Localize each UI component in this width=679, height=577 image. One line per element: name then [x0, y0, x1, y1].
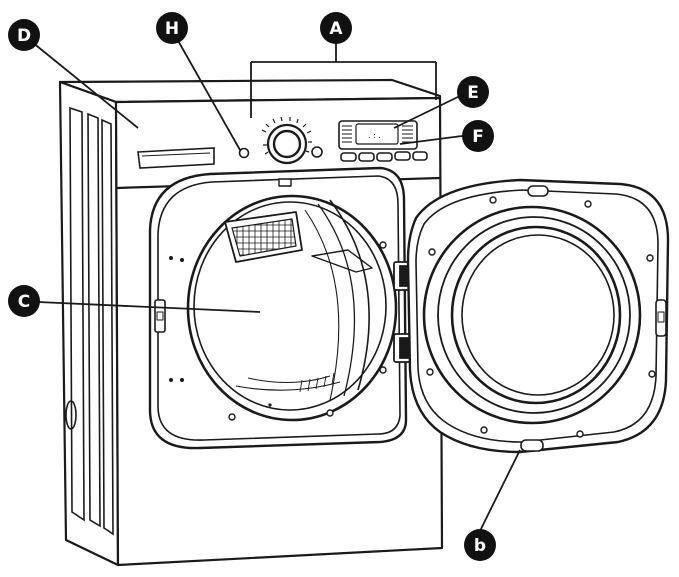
callout-b-label: b: [474, 536, 486, 556]
callout-e: E: [457, 76, 489, 108]
callout-f-badge: [462, 120, 494, 152]
callout-d: D: [8, 19, 40, 51]
door-screws: [379, 196, 656, 438]
callout-d-badge: [8, 19, 40, 51]
door-top-latch: [527, 185, 549, 197]
callout-c-label: C: [18, 292, 30, 312]
callout-a-badge: [320, 12, 352, 44]
callout-f: F: [462, 120, 494, 152]
display-window: [338, 120, 418, 150]
option-buttons: [340, 151, 428, 162]
callout-h-label: H: [165, 19, 179, 39]
power-button: [238, 147, 250, 159]
lint-filter: [224, 211, 303, 263]
callout-b-badge: [464, 529, 496, 561]
side-vent-round: [65, 400, 77, 430]
callout-c: C: [8, 285, 40, 317]
door-bottom-latch: [520, 439, 544, 452]
cycle-knob: [266, 123, 308, 165]
callout-d-label: D: [17, 26, 31, 46]
rim-latch-top: [278, 178, 292, 187]
door-opening: [148, 166, 408, 450]
drum-baffle: [329, 199, 370, 391]
callout-a-label: A: [329, 19, 343, 39]
callout-e-badge: [457, 76, 489, 108]
leader-b: [477, 449, 521, 536]
callout-leaders: [31, 29, 521, 536]
leader-c: [37, 301, 261, 313]
leader-e: [393, 94, 463, 129]
side-vent-slats: [69, 106, 114, 536]
callout-f-label: F: [472, 127, 484, 147]
leader-d: [31, 41, 139, 129]
open-door: [406, 178, 670, 454]
callout-e-label: E: [467, 83, 479, 103]
leader-f: [399, 135, 463, 145]
callout-c-badge: [8, 285, 40, 317]
leader-a: [250, 38, 437, 118]
callout-h: H: [156, 12, 188, 44]
leader-h: [171, 29, 241, 151]
callout-b: b: [464, 529, 496, 561]
start-pause-button: [311, 146, 323, 158]
rim-screws: [169, 256, 334, 421]
panel-handle: [137, 147, 215, 169]
callout-h-badge: [156, 12, 188, 44]
svg-text:. : .: . : .: [368, 131, 381, 140]
callout-a: A: [320, 12, 352, 44]
control-panel: . : .: [137, 116, 428, 169]
